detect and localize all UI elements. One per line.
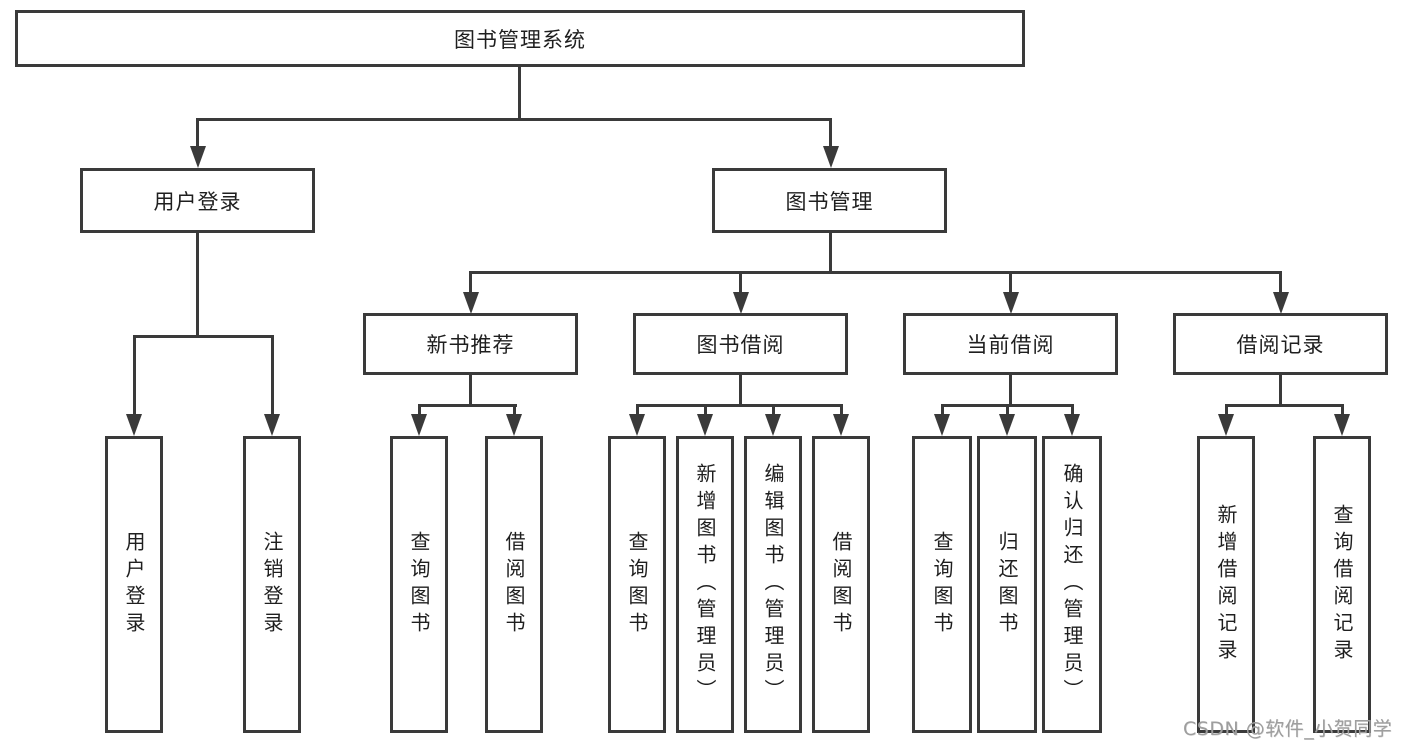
leaf-borrow-query-book: 查询图书 — [608, 436, 666, 733]
connector-line — [133, 335, 136, 416]
leaf-borrow-add-book-admin: 新增图书（管理员） — [676, 436, 734, 733]
arrow-down-icon — [1273, 292, 1289, 314]
arrow-down-icon — [733, 292, 749, 314]
connector-line — [1071, 404, 1074, 416]
connector-line — [840, 404, 843, 416]
leaf-record-query-borrow-record: 查询借阅记录 — [1313, 436, 1371, 733]
arrow-down-icon — [1064, 414, 1080, 436]
connector-line — [196, 118, 199, 148]
arrow-down-icon — [506, 414, 522, 436]
connector-line — [1279, 271, 1282, 294]
arrow-down-icon — [1218, 414, 1234, 436]
leaf-logout: 注销登录 — [243, 436, 301, 733]
connector-line — [1279, 375, 1282, 407]
leaf-current-return-book: 归还图书 — [977, 436, 1037, 733]
connector-line — [1006, 404, 1009, 416]
connector-line — [739, 271, 742, 294]
connector-line — [739, 375, 742, 407]
leaf-record-add-borrow-record: 新增借阅记录 — [1197, 436, 1255, 733]
connector-line — [829, 118, 832, 148]
arrow-down-icon — [1334, 414, 1350, 436]
connector-line — [196, 233, 199, 338]
arrow-down-icon — [1003, 292, 1019, 314]
connector-line — [418, 404, 421, 416]
connector-line — [469, 375, 472, 407]
csdn-watermark: CSDN @软件_小贺同学 — [1183, 718, 1393, 740]
arrow-down-icon — [463, 292, 479, 314]
leaf-borrow-edit-book-admin: 编辑图书（管理员） — [744, 436, 802, 733]
connector-line — [636, 404, 843, 407]
arrow-down-icon — [411, 414, 427, 436]
node-new-book-recommend: 新书推荐 — [363, 313, 578, 375]
node-book-borrow: 图书借阅 — [633, 313, 848, 375]
connector-line — [518, 67, 521, 120]
node-borrow-record: 借阅记录 — [1173, 313, 1388, 375]
connector-line — [636, 404, 639, 416]
connector-line — [196, 118, 832, 121]
arrow-down-icon — [934, 414, 950, 436]
arrow-down-icon — [833, 414, 849, 436]
leaf-user-login: 用户登录 — [105, 436, 163, 733]
connector-line — [941, 404, 944, 416]
leaf-borrow-borrow-book: 借阅图书 — [812, 436, 870, 733]
node-current-borrow: 当前借阅 — [903, 313, 1118, 375]
node-book-management: 图书管理 — [712, 168, 947, 233]
leaf-recommend-query-book: 查询图书 — [390, 436, 448, 733]
arrow-down-icon — [999, 414, 1015, 436]
arrow-down-icon — [629, 414, 645, 436]
node-user-login: 用户登录 — [80, 168, 315, 233]
leaf-current-query-book: 查询图书 — [912, 436, 972, 733]
connector-line — [513, 404, 516, 416]
arrow-down-icon — [765, 414, 781, 436]
connector-line — [271, 335, 274, 416]
connector-line — [1009, 375, 1012, 407]
arrow-down-icon — [823, 146, 839, 168]
connector-line — [772, 404, 775, 416]
connector-line — [469, 271, 472, 294]
arrow-down-icon — [126, 414, 142, 436]
arrow-down-icon — [264, 414, 280, 436]
connector-line — [1225, 404, 1344, 407]
connector-line — [469, 271, 1282, 274]
connector-line — [704, 404, 707, 416]
connector-line — [829, 233, 832, 273]
connector-line — [1225, 404, 1228, 416]
arrow-down-icon — [190, 146, 206, 168]
connector-line — [418, 404, 517, 407]
leaf-recommend-borrow-book: 借阅图书 — [485, 436, 543, 733]
connector-line — [1341, 404, 1344, 416]
arrow-down-icon — [697, 414, 713, 436]
leaf-current-confirm-return-admin: 确认归还（管理员） — [1042, 436, 1102, 733]
connector-line — [1009, 271, 1012, 294]
connector-line — [133, 335, 274, 338]
node-library-management-system: 图书管理系统 — [15, 10, 1025, 67]
